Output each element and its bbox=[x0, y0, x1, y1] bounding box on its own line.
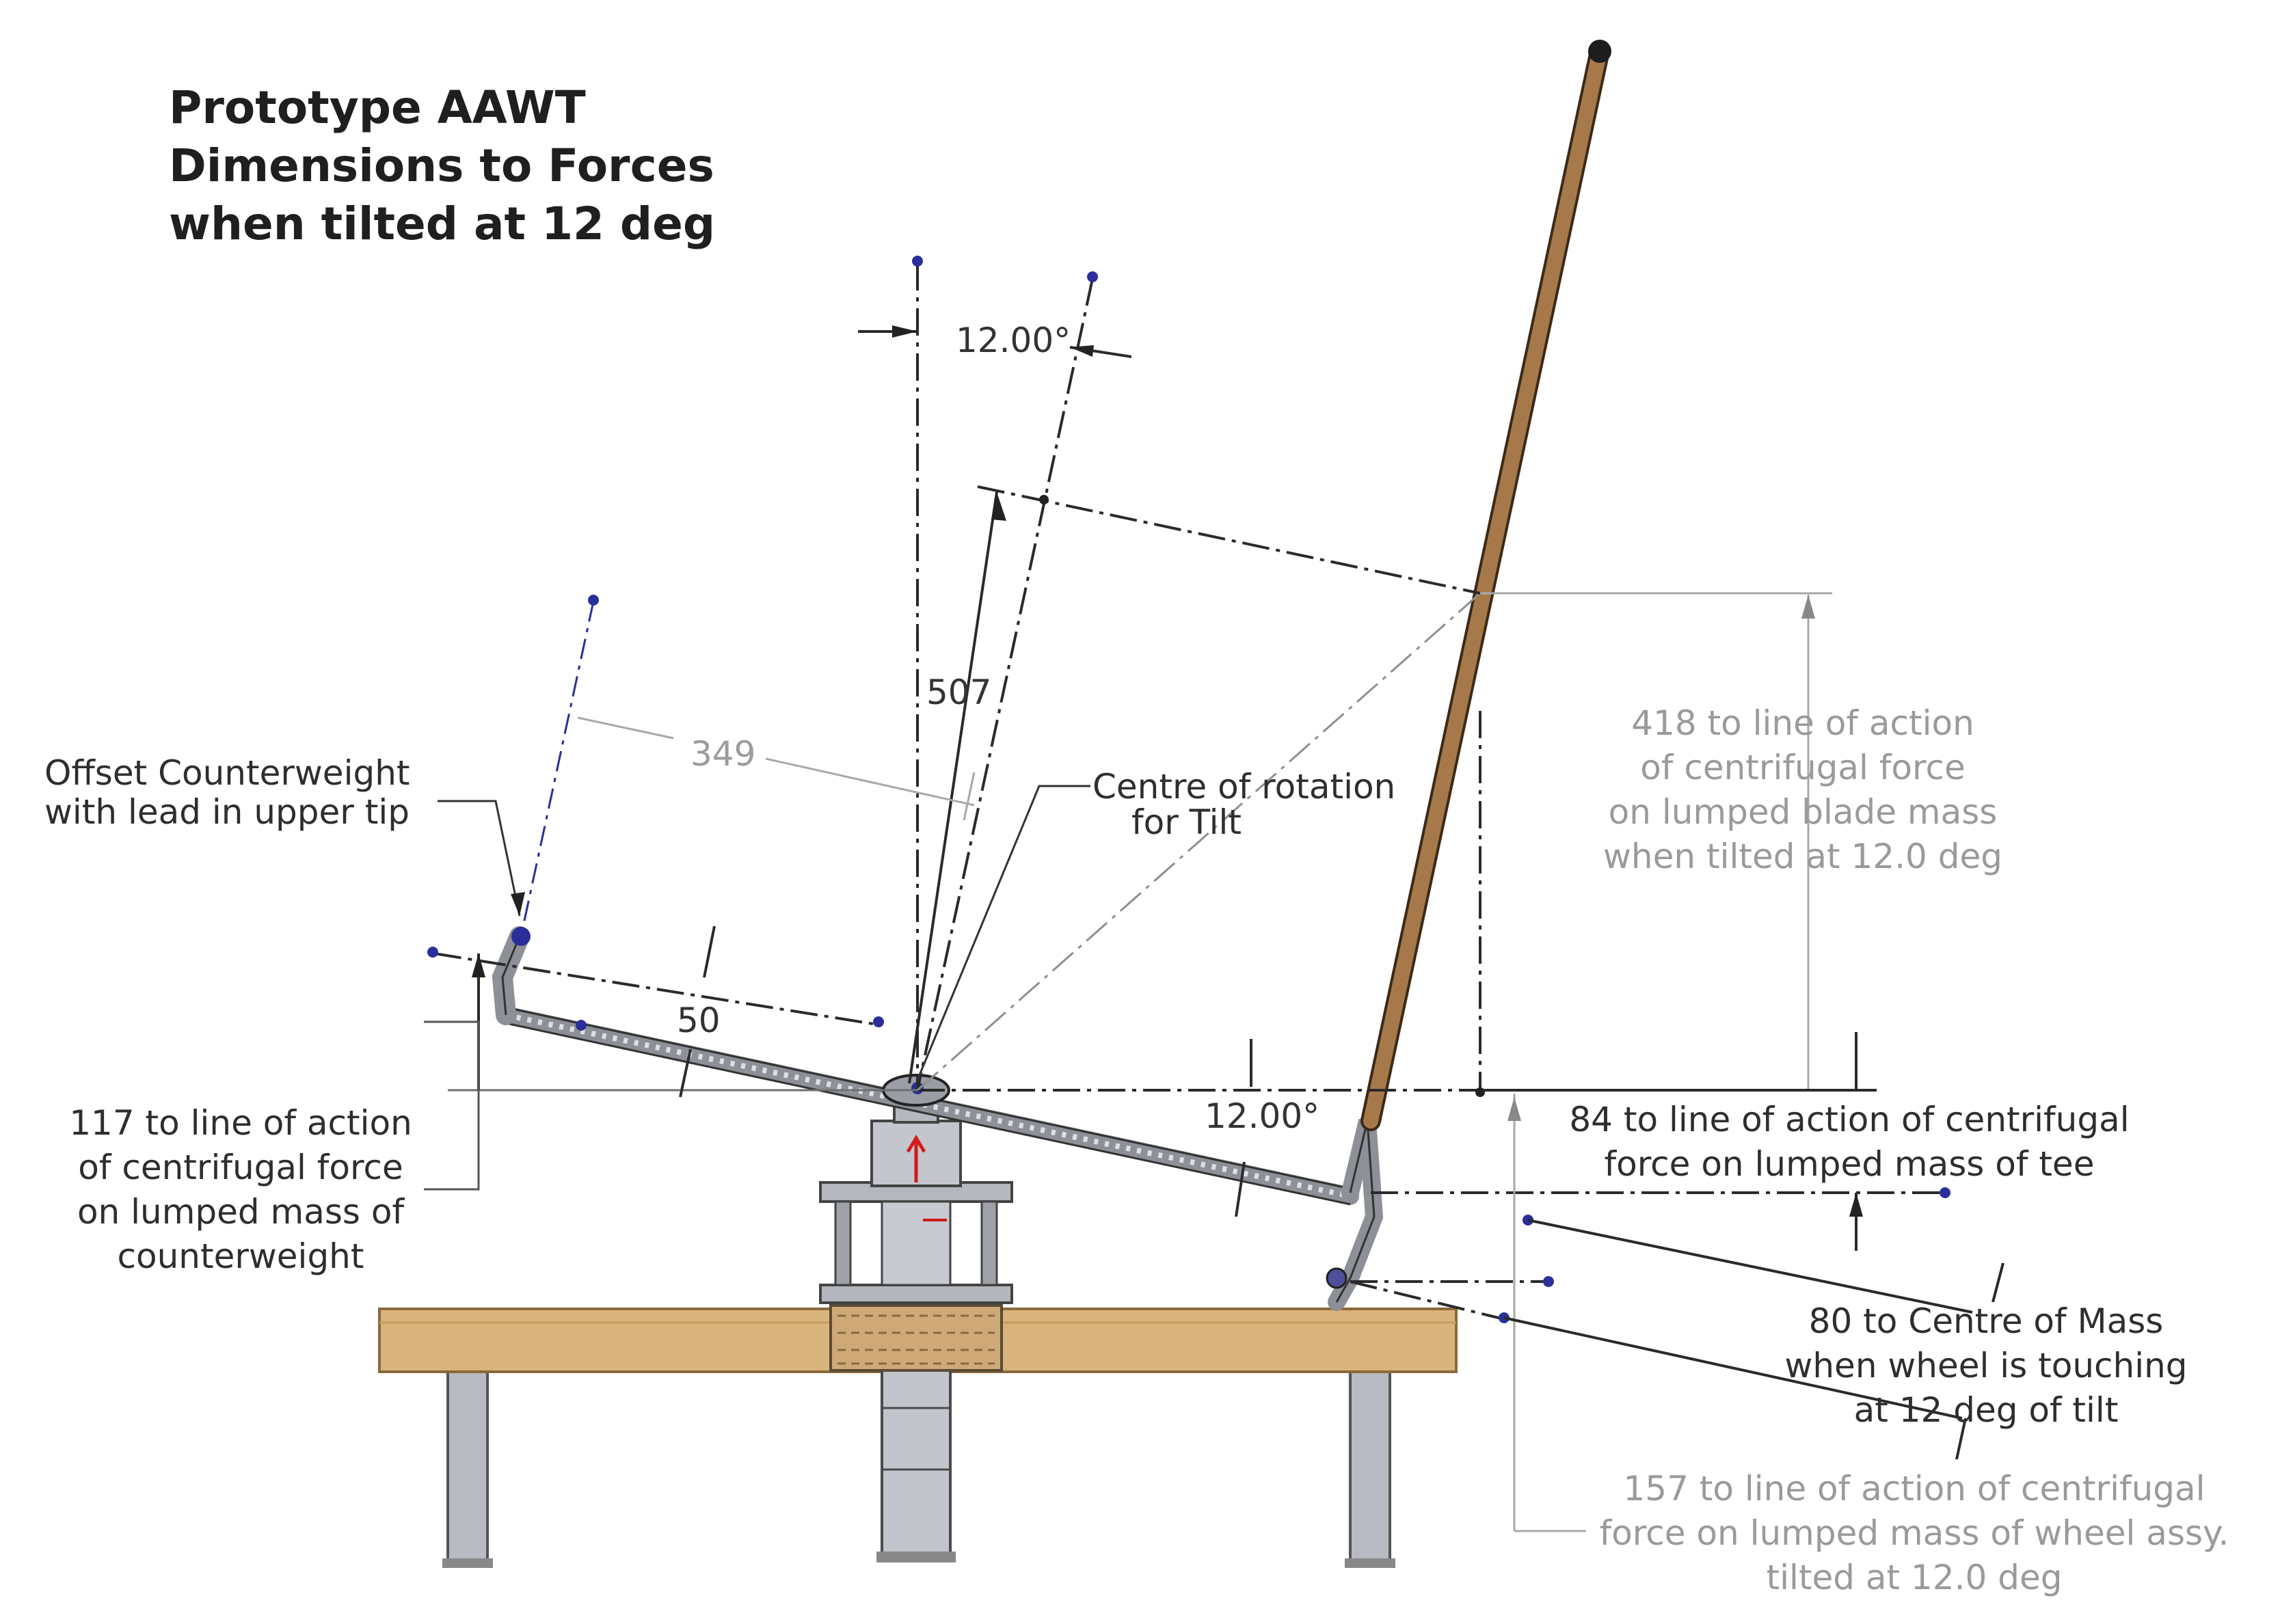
com-label-3: at 12 deg of tilt bbox=[1854, 1390, 2119, 1430]
table-foot-left bbox=[442, 1558, 493, 1568]
cw-force-label-1: 117 to line of action bbox=[69, 1103, 412, 1143]
cw-force-label-4: counterweight bbox=[118, 1236, 364, 1276]
com-label-2: when wheel is touching bbox=[1784, 1346, 2187, 1385]
counterweight-label-2: with lead in upper tip bbox=[44, 792, 410, 832]
cw-force-label-3: on lumped mass of bbox=[77, 1192, 405, 1232]
rotation-pedestal bbox=[819, 1092, 1013, 1562]
motor-column bbox=[881, 1366, 952, 1560]
angle-bottom-label: 12.00° bbox=[1205, 1096, 1319, 1136]
title-line-1: Prototype AAWT bbox=[169, 81, 586, 134]
blade-force-label-4: when tilted at 12.0 deg bbox=[1603, 837, 2002, 876]
wheel-force-label-3: tilted at 12.0 deg bbox=[1767, 1558, 2063, 1597]
dim-507-label: 507 bbox=[926, 673, 991, 712]
centre-rotation-label-1: Centre of rotation bbox=[1092, 767, 1395, 807]
tee-force-label-2: force on lumped mass of tee bbox=[1605, 1144, 2095, 1184]
wheel-force-label-1: 157 to line of action of centrifugal bbox=[1623, 1469, 2205, 1508]
table-leg-left bbox=[446, 1366, 489, 1567]
blade-pole bbox=[1360, 40, 1611, 1131]
annotations: Offset Counterweight with lead in upper … bbox=[44, 703, 2229, 1597]
dim-349-label: 349 bbox=[690, 734, 755, 774]
construction-lines bbox=[427, 256, 1950, 1323]
title-line-3: when tilted at 12 deg bbox=[169, 198, 715, 250]
tilted-axis bbox=[916, 278, 1094, 1091]
blade-force-label-3: on lumped blade mass bbox=[1609, 792, 1998, 832]
centre-rotation-label-2: for Tilt bbox=[1131, 802, 1242, 842]
lower-plate bbox=[819, 1284, 1013, 1304]
wheel-force-label-2: force on lumped mass of wheel assy. bbox=[1600, 1513, 2229, 1553]
counterweight-label-1: Offset Counterweight bbox=[44, 753, 410, 793]
wheel bbox=[1326, 1267, 1347, 1289]
tee-force-label-1: 84 to line of action of centrifugal bbox=[1569, 1100, 2129, 1139]
blade bbox=[1363, 44, 1607, 1128]
diagram-title: Prototype AAWT Dimensions to Forces when… bbox=[169, 81, 715, 250]
com-label-1: 80 to Centre of Mass bbox=[1809, 1301, 2164, 1341]
title-line-2: Dimensions to Forces bbox=[169, 139, 714, 192]
blade-force-label-1: 418 to line of action bbox=[1631, 703, 1974, 743]
cw-force-label-2: of centrifugal force bbox=[78, 1148, 403, 1187]
angle-top-label: 12.00° bbox=[956, 321, 1071, 360]
dimension-lines: 12.00° 507 349 50 12.00° bbox=[424, 321, 2004, 1532]
table-leg-right bbox=[1349, 1366, 1391, 1567]
table-foot-right bbox=[1345, 1558, 1395, 1568]
blade-force-label-2: of centrifugal force bbox=[1640, 748, 1965, 787]
dim-50-label: 50 bbox=[677, 1001, 721, 1040]
blade-tip bbox=[1588, 40, 1611, 63]
